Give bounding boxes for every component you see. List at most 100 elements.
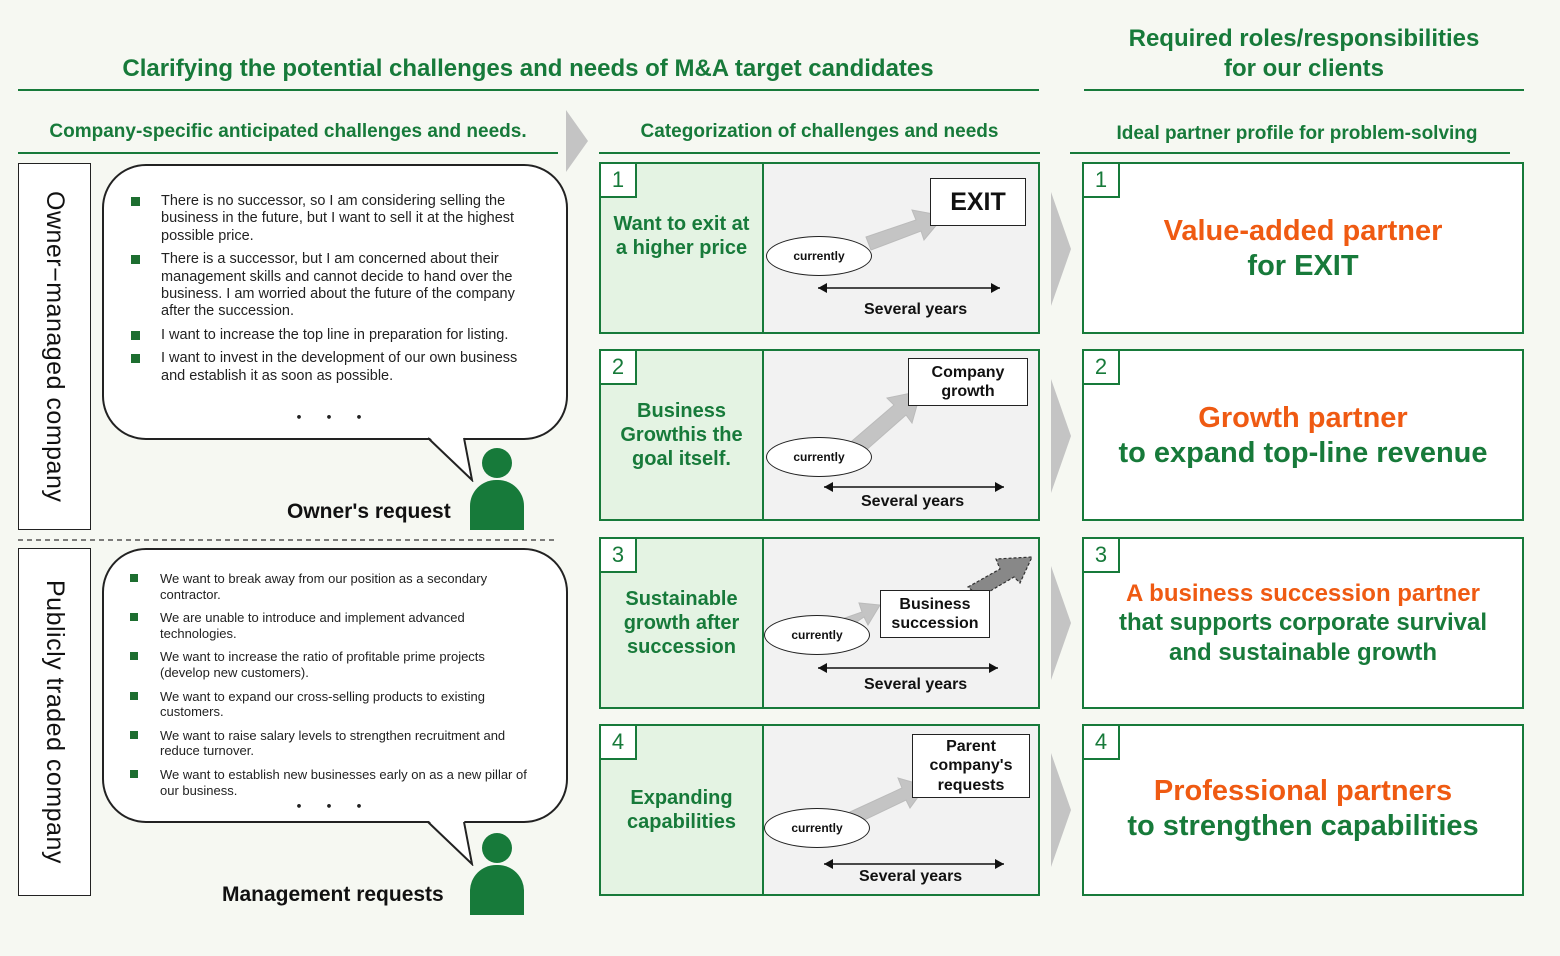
- list-item: We want to expand our cross-selling prod…: [130, 689, 530, 720]
- category-3-title: Sustainable growth after succession: [623, 588, 740, 658]
- public-company-label-box: Publicly traded company: [18, 548, 91, 896]
- main-right-rule: [1084, 89, 1524, 91]
- category-2-diagram: currently Company growth Several years: [764, 351, 1038, 519]
- partner-2-text: Growth partner to expand top-line revenu…: [1084, 401, 1522, 472]
- category-4-goal: Parent company's requests: [912, 734, 1030, 798]
- partner-1-text: Value-added partner for EXIT: [1084, 214, 1522, 285]
- list-item: There is no successor, so I am consideri…: [131, 193, 531, 245]
- main-right-title-line2: for our clients: [1223, 55, 1385, 82]
- category-1-diagram: currently EXIT Several years: [764, 164, 1038, 332]
- owner-company-label-box: Owner−managed company: [18, 163, 91, 530]
- owner-bubble-tail: [427, 436, 474, 482]
- partner-3-line2: that supports corporate survival: [1118, 609, 1488, 637]
- partner-2-line1: Growth partner: [1198, 402, 1408, 434]
- category-3-number: 3: [599, 537, 637, 573]
- owner-request-label: Owner's request: [287, 500, 451, 523]
- partner-3-number: 3: [1082, 537, 1120, 573]
- category-1-title: Want to exit at a higher price: [613, 213, 750, 259]
- partner-1-line1: Value-added partner: [1163, 215, 1443, 247]
- owner-person-icon: [482, 448, 512, 478]
- owner-speech-bubble: There is no successor, so I am consideri…: [102, 164, 568, 440]
- category-3-goal: Business succession: [880, 590, 990, 638]
- category-1-title-cell: 1 Want to exit at a higher price: [599, 162, 764, 332]
- row-2-chevron-icon: [1051, 379, 1071, 493]
- partner-3-line3: and sustainable growth: [1168, 638, 1438, 666]
- category-4-number: 4: [599, 724, 637, 760]
- category-row-1: 1 Want to exit at a higher price current…: [599, 162, 1040, 334]
- management-person-body: [470, 865, 524, 915]
- public-company-label: Publicly traded company: [41, 580, 69, 864]
- public-ellipsis: ・・・: [290, 797, 380, 817]
- category-4-span: Several years: [859, 868, 963, 885]
- management-person-icon: [482, 833, 512, 863]
- list-item: I want to invest in the development of o…: [131, 350, 531, 385]
- list-item: We want to raise salary levels to streng…: [130, 728, 530, 759]
- category-2-title: Business Growthis the goal itself.: [620, 400, 743, 470]
- sub-left-rule: [18, 152, 558, 154]
- list-item: We want to break away from our position …: [130, 571, 530, 602]
- partner-row-1: 1 Value-added partner for EXIT: [1082, 162, 1524, 334]
- current-state-ellipse: currently: [764, 615, 870, 655]
- partner-1-number: 1: [1082, 162, 1120, 198]
- sub-right-rule: [1070, 152, 1510, 154]
- sub-left-title: Company-specific anticipated challenges …: [49, 121, 527, 142]
- partner-4-line1: Professional partners: [1153, 775, 1453, 807]
- category-2-title-cell: 2 Business Growthis the goal itself.: [599, 349, 764, 519]
- category-2-span: Several years: [861, 493, 965, 510]
- public-bubble-tail: [427, 820, 474, 866]
- growth-arrow-icon: [824, 390, 1004, 492]
- row-1-chevron-icon: [1051, 192, 1071, 306]
- category-1-span: Several years: [864, 301, 968, 318]
- list-item: We want to establish new businesses earl…: [130, 767, 530, 798]
- list-item: I want to increase the top line in prepa…: [131, 327, 531, 344]
- public-needs-list: We want to break away from our position …: [130, 571, 530, 806]
- public-speech-bubble: We want to break away from our position …: [102, 548, 568, 823]
- main-left-rule: [18, 89, 1039, 91]
- owner-company-label: Owner−managed company: [41, 190, 69, 503]
- list-item: There is a successor, but I am concerned…: [131, 251, 531, 321]
- category-4-diagram: currently Parent company's requests Seve…: [764, 726, 1038, 894]
- owner-person-body: [470, 480, 524, 530]
- growth-arrow-icon: [818, 209, 1000, 293]
- main-right-title: Required roles/responsibilities for our …: [1084, 24, 1524, 84]
- owner-ellipsis: ・・・: [290, 408, 380, 428]
- category-4-title: Expanding capabilities: [627, 787, 736, 833]
- partner-3-text: A business succession partner that suppo…: [1084, 579, 1522, 667]
- partner-2-line2: to expand top-line revenue: [1118, 437, 1488, 470]
- category-3-span: Several years: [864, 676, 968, 693]
- owner-needs-list: There is no successor, so I am consideri…: [131, 193, 531, 391]
- sub-mid-rule: [599, 152, 1040, 154]
- category-1-goal: EXIT: [930, 178, 1026, 226]
- partner-4-line2: to strengthen capabilities: [1127, 810, 1479, 843]
- partner-2-number: 2: [1082, 349, 1120, 385]
- current-state-ellipse: currently: [764, 808, 870, 848]
- row-3-chevron-icon: [1051, 566, 1071, 680]
- category-2-goal: Company growth: [908, 358, 1028, 406]
- list-item: We want to increase the ratio of profita…: [130, 649, 530, 680]
- list-item: We are unable to introduce and implement…: [130, 610, 530, 641]
- management-request-label: Management requests: [222, 883, 444, 906]
- category-3-title-cell: 3 Sustainable growth after succession: [599, 537, 764, 707]
- partner-3-line1: A business succession partner: [1126, 580, 1480, 607]
- category-row-2: 2 Business Growthis the goal itself. cur…: [599, 349, 1040, 521]
- row-4-chevron-icon: [1051, 753, 1071, 867]
- category-1-number: 1: [599, 162, 637, 198]
- category-row-3: 3 Sustainable growth after succession cu…: [599, 537, 1040, 709]
- current-state-ellipse: currently: [766, 236, 872, 276]
- section-chevron-icon: [566, 110, 588, 172]
- category-2-number: 2: [599, 349, 637, 385]
- category-4-title-cell: 4 Expanding capabilities: [599, 724, 764, 894]
- partner-row-4: 4 Professional partners to strengthen ca…: [1082, 724, 1524, 896]
- partner-4-text: Professional partners to strengthen capa…: [1084, 774, 1522, 845]
- partner-4-number: 4: [1082, 724, 1120, 760]
- category-3-diagram: currently Business succession Several ye…: [764, 539, 1038, 707]
- sub-mid-title: Categorization of challenges and needs: [640, 121, 999, 142]
- main-right-title-line1: Required roles/responsibilities: [1128, 25, 1480, 52]
- partner-1-line2: for EXIT: [1247, 250, 1359, 283]
- category-row-4: 4 Expanding capabilities currently Paren…: [599, 724, 1040, 896]
- current-state-ellipse: currently: [766, 437, 872, 477]
- sub-right-title: Ideal partner profile for problem-solvin…: [1116, 123, 1478, 144]
- partner-row-2: 2 Growth partner to expand top-line reve…: [1082, 349, 1524, 521]
- main-left-title: Clarifying the potential challenges and …: [122, 55, 934, 82]
- section-divider: [18, 539, 558, 541]
